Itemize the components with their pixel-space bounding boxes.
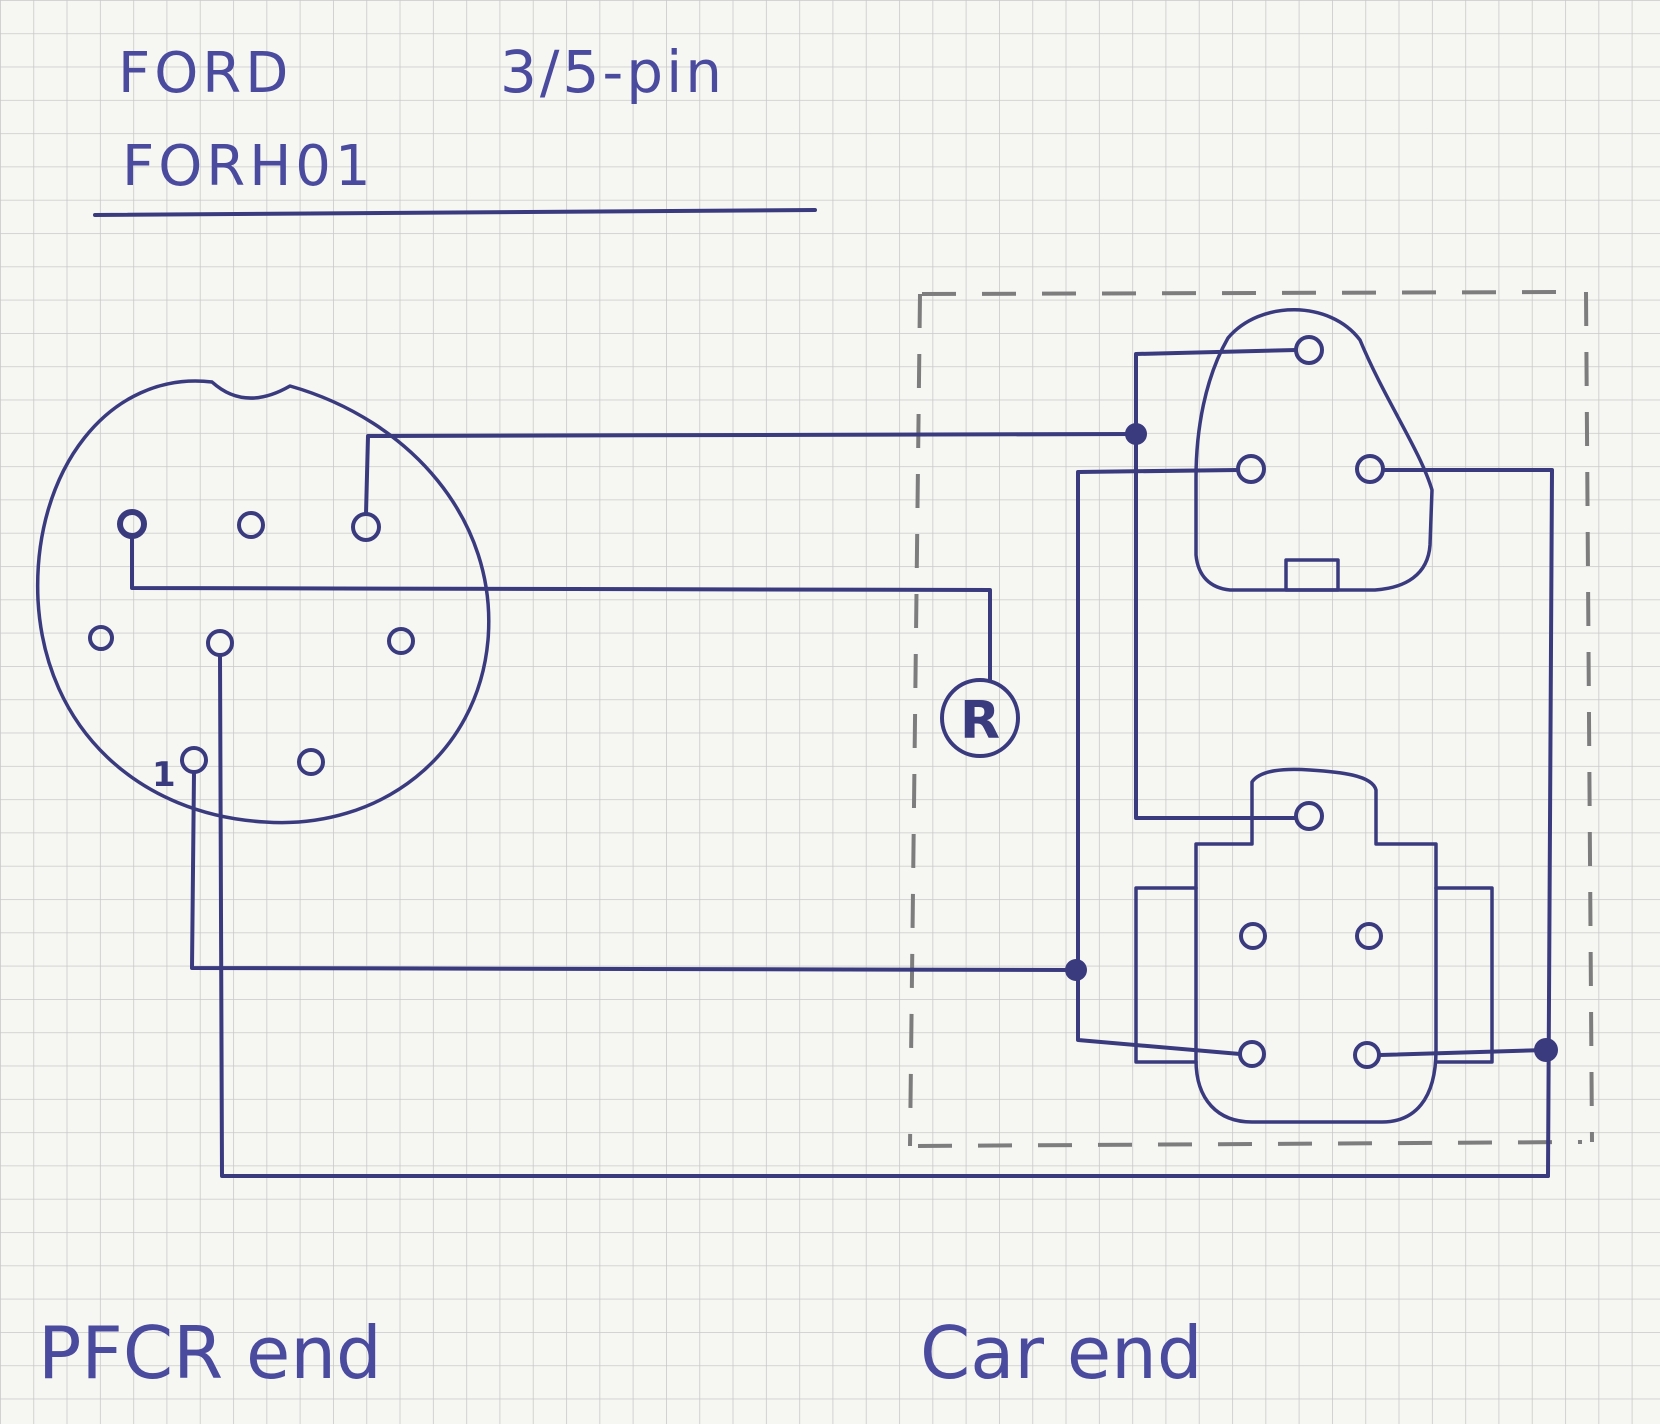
wire-3pin-right-to-bus — [1381, 468, 1554, 1178]
pfcr-end-label: PFCR end — [38, 1311, 382, 1395]
car-5pin-left-tab — [1134, 886, 1198, 1064]
pfcr-connector-body — [35, 379, 491, 825]
car-5pin-mid-right — [1355, 922, 1383, 950]
pfcr-pin-top-middle — [237, 511, 265, 539]
wire-top-pin-to-3pin — [364, 432, 1138, 516]
resistor: R — [940, 678, 1020, 758]
wire-3pin-left-to-bus — [1076, 468, 1242, 1056]
car-end-label: Car end — [920, 1311, 1203, 1395]
car-5pin-right-tab — [1434, 886, 1494, 1064]
pfcr-pin-mid-right — [387, 627, 415, 655]
junction-dot — [1065, 959, 1087, 981]
car-5pin-mid-left — [1239, 922, 1267, 950]
pin-config: 3/5-pin — [500, 38, 725, 106]
pfcr-pin-mid-left — [88, 625, 114, 651]
resistor-symbol — [940, 678, 1020, 758]
pin-one-label: 1 — [152, 755, 176, 795]
brand-title: FORD — [118, 41, 292, 106]
junction-dot — [1125, 423, 1147, 445]
car-connector-5pin-body — [1194, 767, 1438, 1124]
resistor-label: R — [960, 691, 1000, 751]
wire-pin-one-to-left-bus — [190, 770, 1080, 972]
wires — [130, 348, 1554, 1178]
pfcr-pin-bottom-right — [297, 748, 325, 776]
wire-pin-to-resistor — [130, 534, 992, 682]
part-code: FORH01 — [122, 134, 375, 199]
pfcr-connector: 1 — [35, 379, 491, 825]
wire-3pin-top-to-5pin-top — [1134, 348, 1298, 820]
car-connector-3pin-body — [1194, 308, 1434, 592]
junctions — [1065, 423, 1558, 1062]
header-underline — [93, 208, 817, 217]
wire-center-pin-return — [218, 654, 1550, 1178]
junction-dot — [1534, 1038, 1558, 1062]
wire-5pin-bottom-right-to-bus — [1378, 1048, 1548, 1057]
car-connector-3pin-key — [1284, 558, 1340, 592]
